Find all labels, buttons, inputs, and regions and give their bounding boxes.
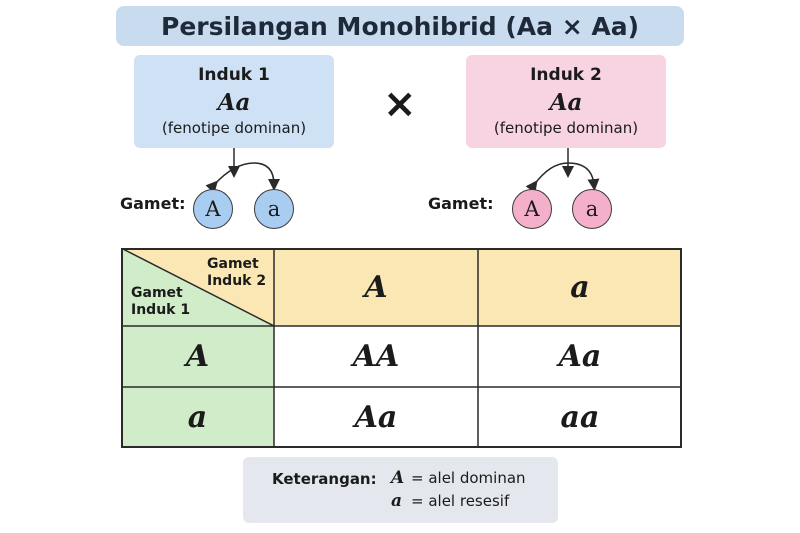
parent-2-box: Induk 2 Aa (fenotipe dominan) [466,55,666,148]
parent-2-genotype: Aa [549,89,583,116]
parent-1-box: Induk 1 Aa (fenotipe dominan) [134,55,334,148]
parent-2-gamete-1: A [512,189,552,229]
legend-item-dominant: A = alel dominan [391,469,526,487]
parent-1-gamete-label: Gamet: [120,194,186,213]
legend-box: Keterangan: A = alel dominan a = alel re… [243,457,558,523]
row-header-2: a [121,387,274,448]
parent-2-gamete-2: a [572,189,612,229]
legend-text-dominant: = alel dominan [411,469,526,487]
parent-1-arrows [205,148,280,194]
offspring-cell-1-1: AA [274,326,478,387]
cross-symbol: × [383,81,417,127]
column-header-2: a [478,248,682,326]
parent-1-name: Induk 1 [198,65,270,85]
offspring-cell-1-2: Aa [478,326,682,387]
parent-2-name: Induk 2 [530,65,602,85]
offspring-cell-2-2: aa [478,387,682,448]
parent-1-gamete-2: a [254,189,294,229]
parent-2-gamete-label: Gamet: [428,194,494,213]
legend-symbol-recessive: a [391,491,403,511]
parent-2-phenotype: (fenotipe dominan) [493,119,639,137]
column-header-1: A [274,248,478,326]
legend-symbol-dominant: A [391,468,405,488]
legend-text-recessive: = alel resesif [411,492,510,510]
offspring-cell-2-1: Aa [274,387,478,448]
parent-1-genotype: Aa [217,89,251,116]
legend-item-recessive: a = alel resesif [391,492,509,510]
parent-1-phenotype: (fenotipe dominan) [161,119,307,137]
row-header-1: A [121,326,274,387]
legend-title: Keterangan: [272,470,377,488]
diagram-title: Persilangan Monohibrid (Aa × Aa) [116,6,684,46]
parent-2-arrows [525,148,600,194]
parent-1-gamete-1: A [193,189,233,229]
